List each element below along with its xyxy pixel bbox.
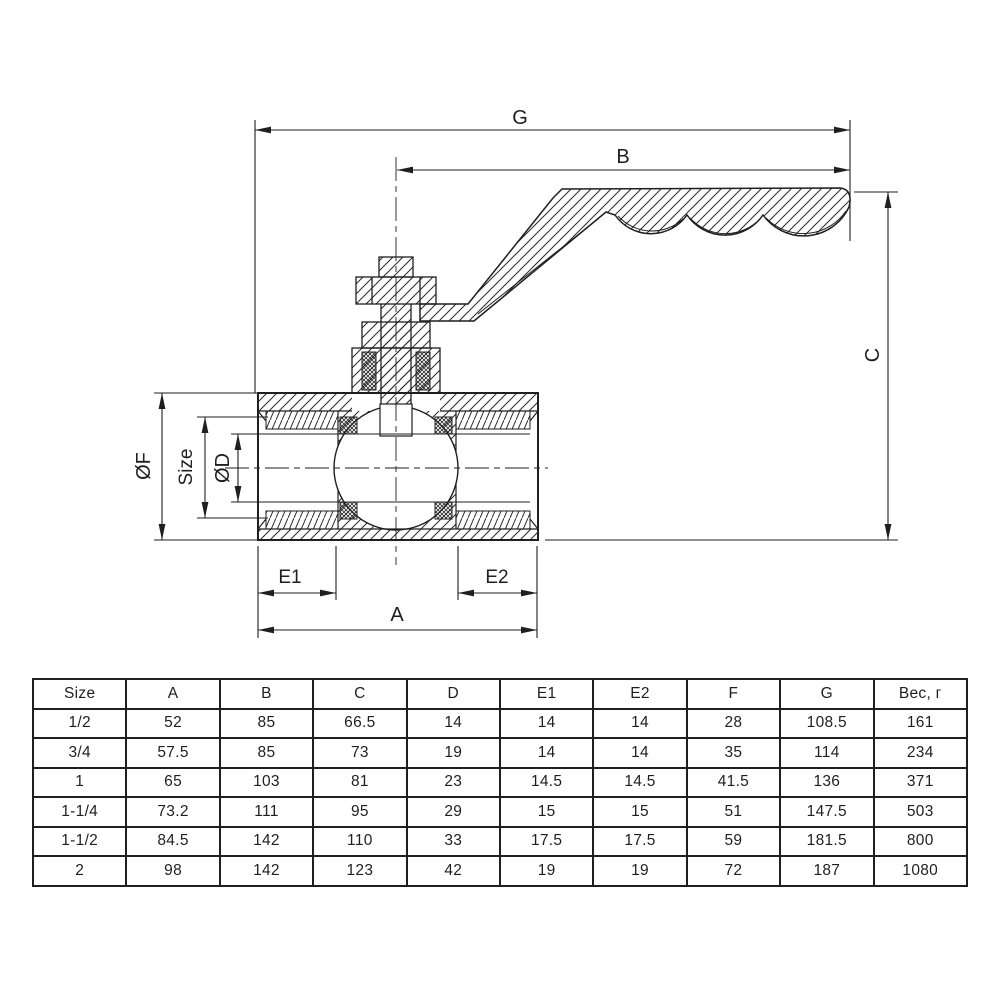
table-cell: 2 (31, 855, 128, 887)
table-cell: 57.5 (125, 737, 221, 769)
dim-label-b: B (616, 146, 629, 168)
table-cell: 800 (872, 825, 969, 857)
table-cell: 85 (218, 707, 315, 739)
ball-seats (339, 416, 453, 520)
table-cell: 142 (218, 855, 315, 887)
table-cell: 84.5 (125, 825, 221, 857)
table-cell: 503 (872, 796, 969, 828)
table-cell: 108.5 (779, 707, 875, 739)
table-cell: 14 (498, 707, 595, 739)
dim-label-f: ØF (133, 452, 155, 480)
table-cell: 19 (498, 855, 595, 887)
table-cell: 187 (779, 855, 875, 887)
stem-packing (361, 351, 431, 391)
table-cell: 19 (405, 737, 501, 769)
col-header-weight: Вес, г (872, 678, 969, 710)
dim-label-e2: E2 (485, 567, 508, 588)
handle-grip-inner-arcs (617, 210, 847, 235)
table-cell: 234 (872, 737, 969, 769)
table-cell: 114 (779, 737, 875, 769)
valve-technical-drawing: G B C ØF Size ØD E1 E2 A (133, 107, 898, 638)
table-cell: 72 (685, 855, 782, 887)
table-cell: 142 (218, 825, 315, 857)
table-cell: 15 (592, 796, 688, 828)
table-cell: 14 (592, 737, 688, 769)
handle-outline (419, 187, 851, 322)
table-cell: 59 (685, 825, 782, 857)
table-cell: 123 (312, 855, 408, 887)
dimension-lines (154, 120, 898, 638)
table-cell: 85 (218, 737, 315, 769)
col-header-e2: E2 (592, 678, 688, 710)
table-cell: 23 (405, 766, 501, 798)
dim-label-a: A (390, 604, 404, 626)
thread-bands (265, 410, 531, 530)
table-cell: 17.5 (498, 825, 595, 857)
table-cell: 181.5 (779, 825, 875, 857)
table-cell: 1/2 (31, 707, 128, 739)
table-cell: 65 (125, 766, 221, 798)
table-cell: 136 (779, 766, 875, 798)
table-header-row: Size A B C D E1 E2 F G Вес, г (31, 678, 969, 710)
table-cell: 33 (405, 825, 501, 857)
table-cell: 147.5 (779, 796, 875, 828)
table-cell: 15 (498, 796, 595, 828)
col-header-b: B (218, 678, 315, 710)
table-cell: 110 (312, 825, 408, 857)
table-cell: 14 (592, 707, 688, 739)
table-cell: 98 (125, 855, 221, 887)
table-cell: 35 (685, 737, 782, 769)
dimension-labels: G B C ØF Size ØD E1 E2 A (133, 107, 884, 626)
table-cell: 29 (405, 796, 501, 828)
dim-label-e1: E1 (278, 567, 301, 588)
table-cell: 41.5 (685, 766, 782, 798)
table-cell: 52 (125, 707, 221, 739)
table-cell: 14 (405, 707, 501, 739)
table-cell: 3/4 (31, 737, 128, 769)
table-cell: 1080 (872, 855, 969, 887)
table-cell: 19 (592, 855, 688, 887)
table-cell: 42 (405, 855, 501, 887)
dim-label-c: C (862, 348, 884, 362)
col-header-a: A (125, 678, 221, 710)
table-cell: 1-1/2 (31, 825, 128, 857)
table-cell: 17.5 (592, 825, 688, 857)
table-cell: 161 (872, 707, 969, 739)
dim-label-size: Size (176, 449, 197, 486)
col-header-f: F (685, 678, 782, 710)
bore-lines (197, 416, 530, 519)
table-cell: 73 (312, 737, 408, 769)
valve-handle (419, 187, 851, 322)
col-header-size: Size (31, 678, 128, 710)
dim-label-d: ØD (212, 453, 234, 483)
table-cell: 103 (218, 766, 315, 798)
table-cell: 28 (685, 707, 782, 739)
table-cell: 66.5 (312, 707, 408, 739)
col-header-d: D (405, 678, 501, 710)
table-cell: 111 (218, 796, 315, 828)
dim-label-g: G (512, 107, 528, 129)
table-cell: 51 (685, 796, 782, 828)
table-cell: 95 (312, 796, 408, 828)
col-header-c: C (312, 678, 408, 710)
table-cell: 14 (498, 737, 595, 769)
table-cell: 73.2 (125, 796, 221, 828)
table-cell: 371 (872, 766, 969, 798)
handle-bend-line (477, 218, 599, 315)
col-header-g: G (779, 678, 875, 710)
table-cell: 14.5 (498, 766, 595, 798)
col-header-e1: E1 (498, 678, 595, 710)
table-cell: 1-1/4 (31, 796, 128, 828)
table-cell: 14.5 (592, 766, 688, 798)
table-cell: 81 (312, 766, 408, 798)
table-cell: 1 (31, 766, 128, 798)
centerlines (225, 157, 548, 565)
